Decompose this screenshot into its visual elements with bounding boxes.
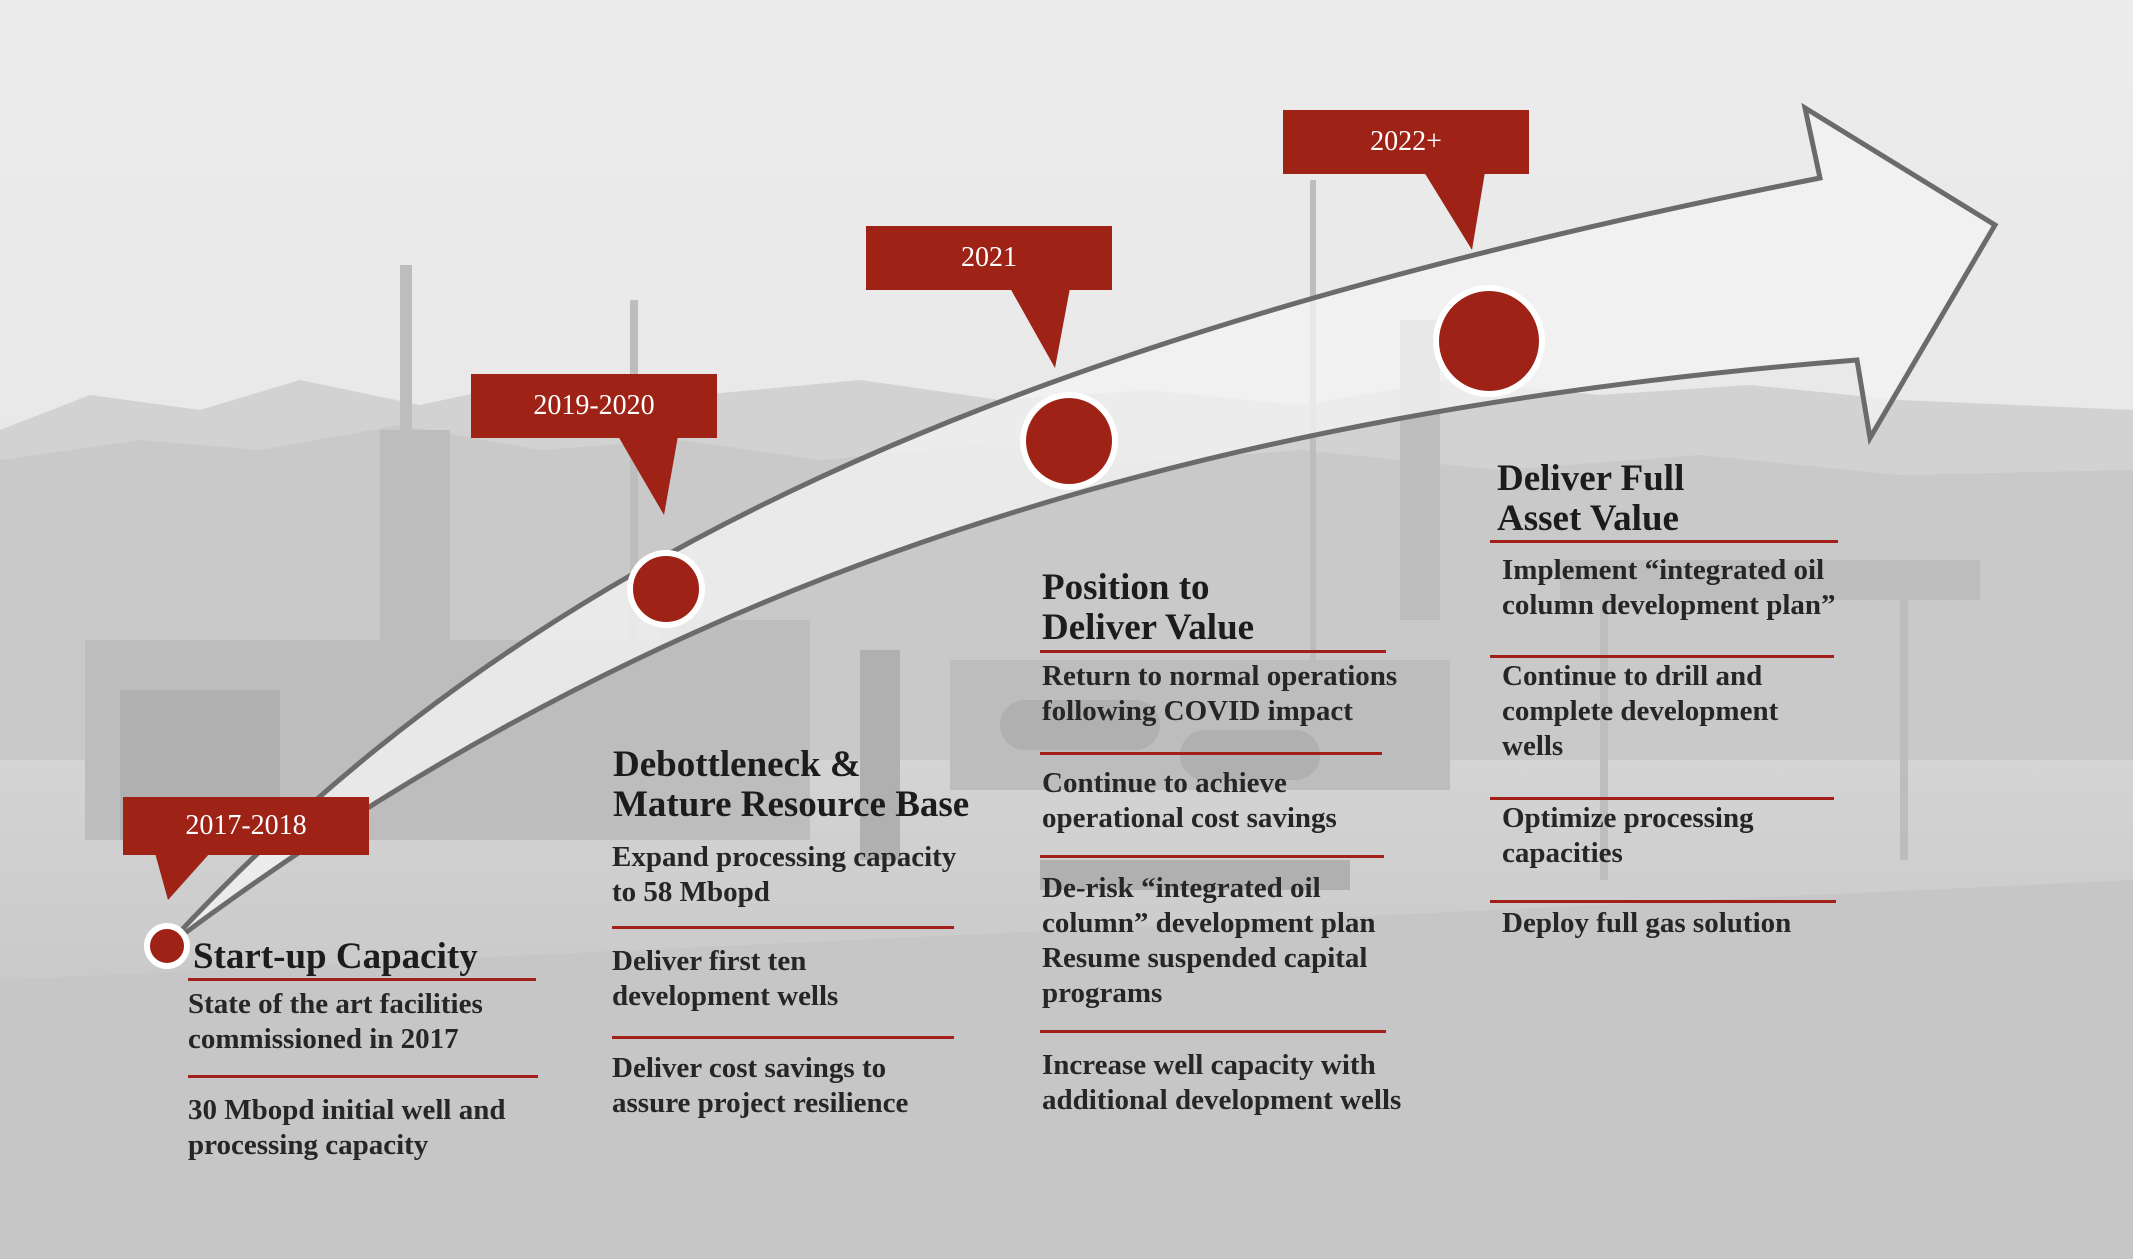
period-bubble: 2021 [866, 226, 1112, 290]
bubble-pointer [155, 853, 210, 900]
bubble-pointer [618, 436, 678, 515]
milestone-dot [627, 550, 705, 628]
milestone-item: Expand processing capacity to 58 Mbopd [612, 841, 957, 908]
bubble-pointer [1424, 172, 1485, 250]
milestone-item: De-risk “integrated oil column” developm… [1042, 872, 1376, 1009]
period-bubble: 2022+ [1283, 110, 1529, 174]
milestone-dot [1433, 285, 1545, 397]
title-underline [1490, 540, 1838, 543]
milestone-item: Implement “integrated oil column develop… [1502, 554, 1836, 621]
milestone-item: Increase well capacity with additional d… [1042, 1049, 1402, 1116]
title-underline [1040, 650, 1386, 653]
milestone-title: Position to Deliver Value [1042, 567, 1255, 648]
milestone-item: 30 Mbopd initial well and processing cap… [188, 1094, 506, 1161]
milestone-item: Continue to achieve operational cost sav… [1042, 767, 1337, 834]
milestone-dot [144, 923, 190, 969]
milestone-dot [1020, 392, 1118, 490]
bubble-pointer [1010, 288, 1070, 368]
item-divider [1490, 655, 1834, 658]
item-divider [612, 926, 954, 929]
item-divider [1040, 1030, 1386, 1033]
period-bubble: 2019-2020 [471, 374, 717, 438]
milestone-item: Continue to drill and complete developme… [1502, 660, 1779, 762]
item-divider [1040, 752, 1382, 755]
item-divider [1490, 797, 1834, 800]
milestone-item: Optimize processing capacities [1502, 802, 1754, 869]
item-divider [612, 1036, 954, 1039]
milestone-item: Deliver first ten development wells [612, 945, 839, 1012]
milestone-title: Debottleneck & Mature Resource Base [613, 744, 970, 825]
milestone-item: State of the art facilities commissioned… [188, 988, 483, 1055]
item-divider [188, 1075, 538, 1078]
period-bubble: 2017-2018 [123, 797, 369, 855]
milestone-title: Deliver Full Asset Value [1497, 458, 1685, 539]
title-underline [188, 978, 536, 981]
item-divider [1490, 900, 1836, 903]
item-divider [1040, 855, 1384, 858]
milestone-item: Deliver cost savings to assure project r… [612, 1052, 909, 1119]
milestone-item: Deploy full gas solution [1502, 907, 1792, 939]
milestone-title: Start-up Capacity [193, 936, 478, 977]
milestone-item: Return to normal operations following CO… [1042, 660, 1398, 727]
